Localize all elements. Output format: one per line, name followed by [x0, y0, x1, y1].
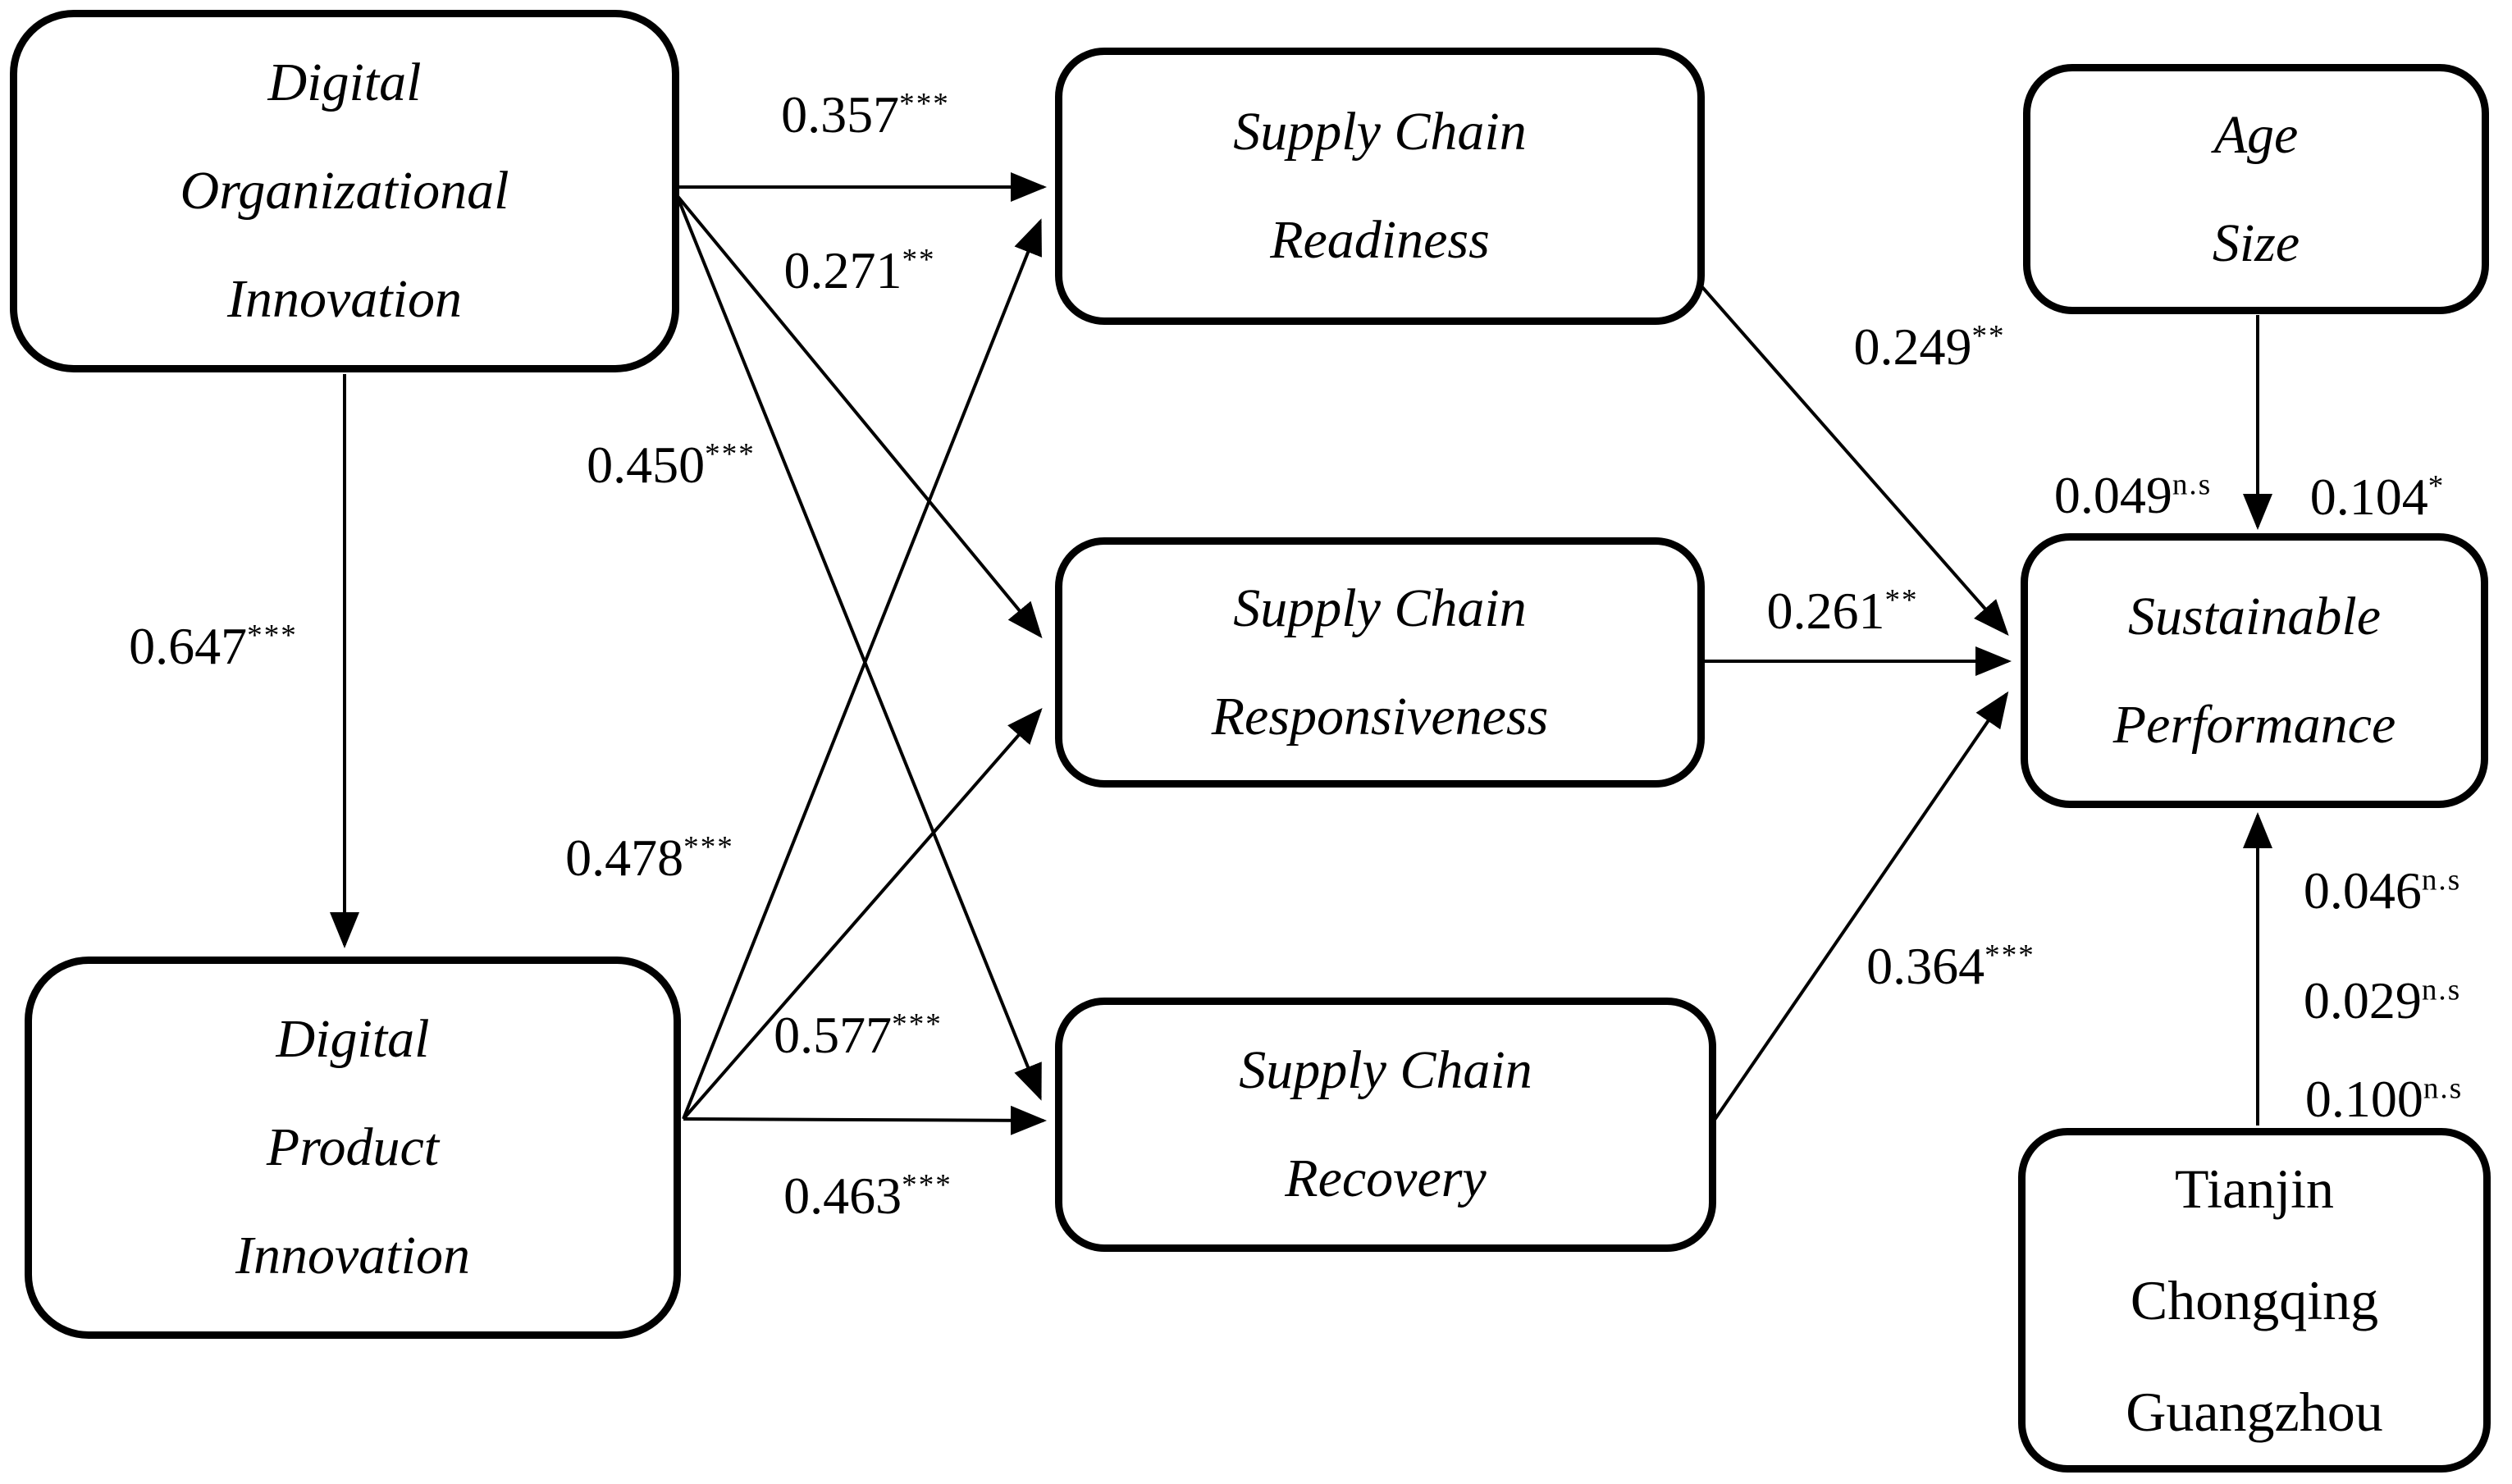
arrow-dpi-to-recovery	[683, 1105, 1047, 1135]
coef-size-sp: 0.104*	[2310, 471, 2446, 523]
coef-significance: ***	[892, 1007, 943, 1042]
coef-value: 0.357	[781, 85, 900, 144]
coef-recovery-sp: 0.364***	[1866, 940, 2035, 993]
node-label-line: Organizational	[180, 161, 509, 221]
node-label-line: Innovation	[227, 269, 462, 329]
arrow-readiness-to-sp	[1701, 285, 2009, 637]
node-label-line: Product	[266, 1117, 440, 1177]
coef-doi-responsiveness: 0.450***	[587, 439, 756, 491]
arrow-dpi-to-responsiveness	[682, 707, 1043, 1121]
arrow-doi-to-recovery	[675, 194, 1042, 1101]
coef-significance: ***	[1984, 938, 2035, 973]
node-label-line: Digital	[267, 53, 422, 112]
coef-age-sp: 0.049n.s	[2054, 469, 2212, 522]
coef-dpi-recovery: 0.463***	[783, 1170, 952, 1222]
coef-significance: ***	[902, 1168, 952, 1203]
node-label-line: Tianjin	[2174, 1158, 2334, 1220]
coef-doi-readiness: 0.357***	[781, 89, 950, 141]
coef-significance: *	[2428, 469, 2446, 504]
coef-dpi-readiness: 0.271**	[783, 244, 935, 297]
coef-doi-recovery: 0.478***	[565, 832, 734, 884]
coef-value: 0.647	[129, 617, 248, 675]
coef-value: 0.463	[783, 1167, 902, 1225]
coef-significance: n.s	[2421, 863, 2462, 897]
node-digital-product-innovation: Digital Product Innovation	[25, 957, 681, 1339]
coef-significance: n.s	[2172, 468, 2213, 502]
coef-doi-dpi: 0.647***	[129, 620, 298, 673]
arrow-doi-to-responsiveness	[675, 194, 1043, 639]
coef-significance: n.s	[2423, 1071, 2464, 1106]
coef-value: 0.100	[2304, 1070, 2423, 1128]
node-city-controls: Tianjin Chongqing Guangzhou	[2018, 1128, 2491, 1473]
node-label-line: Chongqing	[2130, 1269, 2379, 1331]
node-label-line: Supply Chain	[1239, 1040, 1532, 1100]
node-digital-organizational-innovation: Digital Organizational Innovation	[10, 10, 679, 372]
node-label-line: Age	[2213, 104, 2299, 165]
node-label-line: Supply Chain	[1233, 578, 1527, 638]
coef-value: 0.029	[2303, 971, 2422, 1030]
coef-significance: **	[902, 243, 936, 277]
coef-significance: ***	[683, 830, 734, 865]
node-label-line: Guangzhou	[2126, 1381, 2383, 1443]
coef-value: 0.049	[2053, 466, 2172, 524]
node-sustainable-performance: Sustainable Performance	[2021, 533, 2488, 808]
node-label-line: Performance	[2112, 694, 2396, 755]
coef-guangzhou-sp: 0.100n.s	[2305, 1073, 2463, 1126]
coef-significance: ***	[247, 619, 298, 653]
coef-value: 0.104	[2309, 468, 2428, 526]
node-label-line: Size	[2212, 212, 2300, 273]
node-supply-chain-readiness: Supply Chain Readiness	[1055, 48, 1705, 325]
coef-readiness-sp: 0.249**	[1853, 321, 2005, 373]
coef-dpi-responsiveness: 0.577***	[774, 1009, 943, 1062]
node-label-line: Supply Chain	[1233, 102, 1527, 162]
node-supply-chain-responsiveness: Supply Chain Responsiveness	[1055, 537, 1705, 788]
node-age-size: Age Size	[2023, 64, 2489, 314]
coef-significance: n.s	[2421, 973, 2462, 1007]
coef-chongqing-sp: 0.029n.s	[2304, 975, 2461, 1027]
node-label-line: Sustainable	[2128, 586, 2381, 646]
coef-value: 0.249	[1853, 317, 1972, 376]
coef-value: 0.271	[783, 241, 902, 299]
coef-tianjin-sp: 0.046n.s	[2304, 865, 2461, 917]
node-label-line: Readiness	[1270, 210, 1490, 270]
coef-significance: ***	[705, 437, 756, 472]
coef-value: 0.478	[565, 829, 684, 887]
coef-value: 0.046	[2303, 861, 2422, 920]
coef-value: 0.364	[1866, 937, 1985, 995]
coef-significance: **	[1884, 583, 1919, 618]
node-supply-chain-recovery: Supply Chain Recovery	[1055, 998, 1716, 1252]
coef-responsiveness-sp: 0.261**	[1766, 585, 1918, 637]
coef-value: 0.577	[774, 1006, 893, 1064]
coef-value: 0.261	[1766, 582, 1885, 640]
node-label-line: Recovery	[1285, 1148, 1487, 1208]
node-label-line: Responsiveness	[1211, 686, 1549, 747]
node-label-line: Innovation	[235, 1226, 470, 1285]
node-label-line: Digital	[276, 1009, 430, 1069]
coef-significance: ***	[899, 87, 950, 121]
coef-value: 0.450	[587, 436, 706, 494]
arrow-recovery-to-sp	[1713, 691, 2009, 1121]
arrow-dpi-to-readiness	[682, 218, 1042, 1120]
coef-significance: **	[1971, 319, 2006, 354]
